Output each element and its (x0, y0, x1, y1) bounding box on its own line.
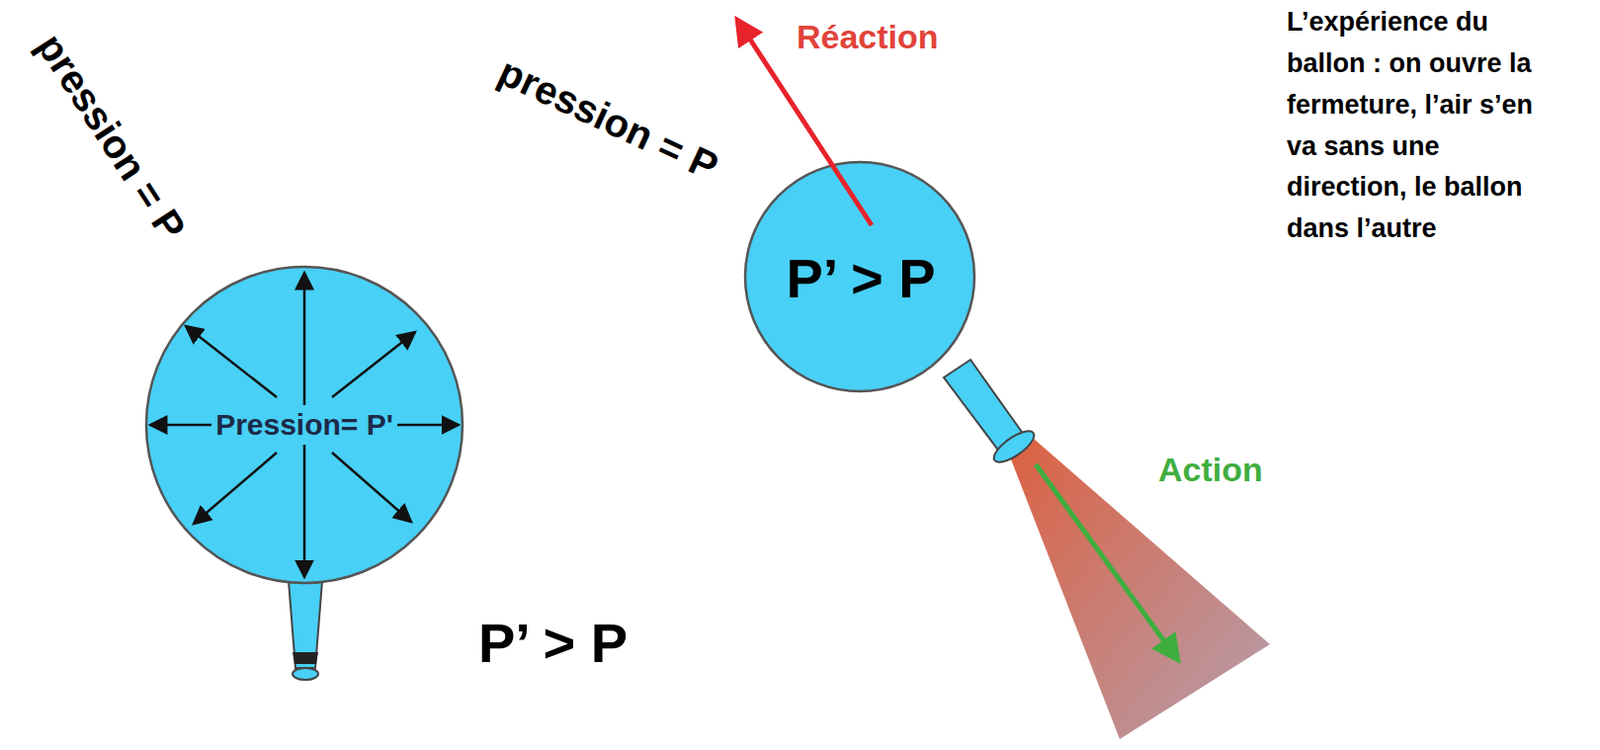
pressure-arrows (150, 272, 459, 578)
balloon-body (745, 162, 975, 392)
pressure-text: Pression= P' (211, 408, 398, 442)
action-arrow (1035, 464, 1179, 661)
pressure-label: pression = P (491, 48, 725, 189)
balloon: Pression= P' (146, 266, 463, 584)
pressure-text: P’ > P (782, 246, 940, 311)
note-text: L’expérience du ballon : on ouvre la fer… (1286, 1, 1559, 251)
balloon-body (146, 266, 463, 584)
balloon-mouth (292, 668, 319, 680)
balloon-neck (288, 581, 323, 669)
balloon: P’ > P (746, 163, 976, 393)
pressure-relation: P’ > P (478, 610, 628, 675)
reaction-label: Réaction (796, 17, 939, 57)
air-jet (1006, 438, 1270, 740)
balloon-mouth (989, 425, 1039, 468)
balloon-knot (292, 652, 319, 665)
action-label: Action (1158, 450, 1264, 490)
pressure-label: pression = P (27, 25, 194, 249)
